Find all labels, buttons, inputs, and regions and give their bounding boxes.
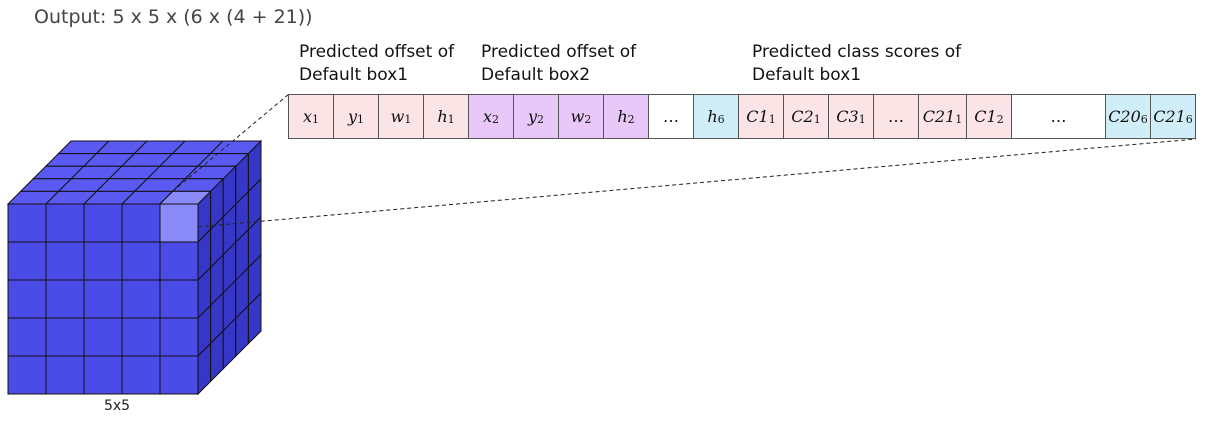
vector-cell-symbol: x bbox=[482, 107, 493, 126]
cube-front-cell bbox=[159, 355, 199, 395]
cube-front-cell bbox=[45, 279, 85, 319]
vector-cell-subscript: 1 bbox=[813, 113, 821, 126]
vector-cell-symbol: h bbox=[617, 107, 628, 126]
cube-front-cell bbox=[83, 203, 123, 243]
vector-cell-subscript: 1 bbox=[447, 113, 455, 126]
vector-cell-symbol: y bbox=[527, 107, 538, 126]
cube-size-label: 5x5 bbox=[103, 398, 131, 414]
vector-cell-symbol: x bbox=[302, 107, 313, 126]
vector-cell-symbol: y bbox=[347, 107, 358, 126]
highlighted-cell-top bbox=[158, 190, 212, 205]
box2-offset-label-line1: Predicted offset of bbox=[481, 42, 637, 62]
highlighted-cell bbox=[159, 203, 199, 243]
cube-front-cell bbox=[7, 279, 47, 319]
cube-front-cell bbox=[7, 317, 47, 357]
vector-cell-subscript: 1 bbox=[858, 113, 866, 126]
vector-cell: … bbox=[873, 94, 919, 139]
vector-cell-symbol: … bbox=[663, 107, 679, 126]
vector-cell-subscript: 2 bbox=[627, 113, 635, 126]
box1-offset-label: Predicted offset of Default box1 bbox=[299, 41, 454, 87]
cube-front-cell bbox=[83, 279, 123, 319]
cube-front-cell bbox=[7, 203, 47, 243]
cube-front-cell bbox=[83, 241, 123, 281]
output-shape-title: Output: 5 x 5 x (6 x (4 + 21)) bbox=[34, 6, 313, 28]
cube-front-cell bbox=[159, 317, 199, 357]
class-scores-label-line1: Predicted class scores of bbox=[752, 42, 962, 62]
vector-cell: … bbox=[648, 94, 694, 139]
vector-cell-symbol: C20 bbox=[1108, 107, 1141, 126]
projection-line-bottom bbox=[197, 138, 1197, 228]
vector-cell-symbol: w bbox=[390, 107, 405, 126]
cube-front-cell bbox=[45, 317, 85, 357]
vector-cell-symbol: h bbox=[437, 107, 448, 126]
box2-offset-label: Predicted offset of Default box2 bbox=[481, 41, 636, 87]
class-scores-label: Predicted class scores of Default box1 bbox=[752, 41, 961, 87]
cube-front-cell bbox=[7, 241, 47, 281]
cube-side-cell bbox=[247, 291, 262, 345]
vector-cell-symbol: h bbox=[707, 107, 718, 126]
cube-front-cell bbox=[83, 355, 123, 395]
vector-cell-symbol: C21 bbox=[1153, 107, 1186, 126]
vector-cell-symbol: C21 bbox=[922, 107, 956, 126]
box2-offset-label-line2: Default box2 bbox=[481, 65, 591, 85]
cube-front-cell bbox=[121, 203, 161, 243]
cube-front-cell bbox=[121, 317, 161, 357]
vector-cell-subscript: 2 bbox=[584, 113, 592, 126]
vector-cell-subscript: 2 bbox=[492, 113, 500, 126]
cube-front-cell bbox=[159, 241, 199, 281]
vector-cell-subscript: 1 bbox=[404, 113, 412, 126]
vector-cell-subscript: 2 bbox=[996, 113, 1004, 126]
vector-cell-subscript: 2 bbox=[537, 113, 545, 126]
cube-front-cell bbox=[45, 203, 85, 243]
vector-cell-subscript: 1 bbox=[357, 113, 365, 126]
cube-front-cell bbox=[45, 241, 85, 281]
vector-cell-symbol: … bbox=[888, 107, 904, 126]
vector-cell-symbol: C3 bbox=[836, 107, 859, 126]
projection-line-top bbox=[172, 93, 290, 192]
vector-cell-subscript: 6 bbox=[717, 113, 725, 126]
vector-cell-symbol: C2 bbox=[791, 107, 814, 126]
cube-front-cell bbox=[121, 355, 161, 395]
vector-cell: … bbox=[1011, 94, 1106, 139]
box1-offset-label-line2: Default box1 bbox=[299, 65, 409, 85]
vector-cell-subscript: 6 bbox=[1140, 113, 1148, 126]
vector-cell-subscript: 6 bbox=[1185, 113, 1193, 126]
vector-cell-symbol: C1 bbox=[746, 107, 769, 126]
vector-cell-subscript: 1 bbox=[955, 113, 963, 126]
cube-front-cell bbox=[83, 317, 123, 357]
cube-front-cell bbox=[7, 355, 47, 395]
vector-cell-symbol: C1 bbox=[974, 107, 997, 126]
vector-cell-symbol: w bbox=[570, 107, 585, 126]
cube-front-cell bbox=[121, 241, 161, 281]
class-scores-label-line2: Default box1 bbox=[752, 65, 862, 85]
vector-cell-subscript: 1 bbox=[312, 113, 320, 126]
cube-front-cell bbox=[159, 279, 199, 319]
vector-cell-subscript: 1 bbox=[768, 113, 776, 126]
cube-front-cell bbox=[45, 355, 85, 395]
vector-cell-symbol: … bbox=[1050, 107, 1067, 126]
cube-front-cell bbox=[121, 279, 161, 319]
box1-offset-label-line1: Predicted offset of bbox=[299, 42, 455, 62]
